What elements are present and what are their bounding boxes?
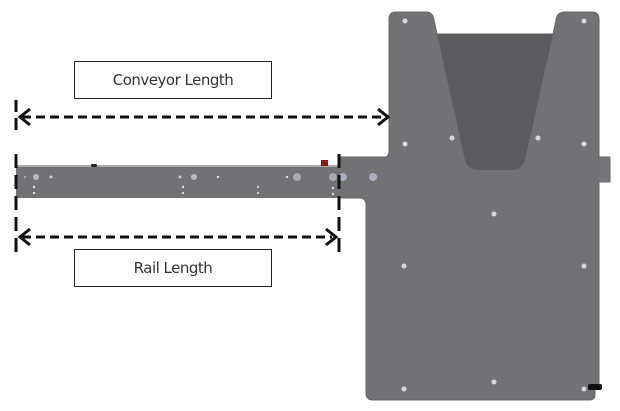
bolts — [401, 18, 587, 392]
side-tab — [599, 157, 610, 182]
rail-top-edge — [16, 165, 340, 167]
rail — [16, 166, 340, 198]
conveyor-base-plate — [337, 11, 611, 401]
rail-length-label: Rail Length — [74, 249, 272, 287]
connector — [588, 384, 602, 390]
rail-bump — [91, 164, 97, 167]
rail-length-dimension — [14, 154, 341, 252]
rail-bolts — [23, 173, 377, 196]
conveyor-length-label: Conveyor Length — [74, 61, 272, 99]
conveyor-length-dimension — [14, 100, 391, 134]
red-indicator — [321, 160, 328, 166]
hopper-cutout — [437, 34, 553, 170]
